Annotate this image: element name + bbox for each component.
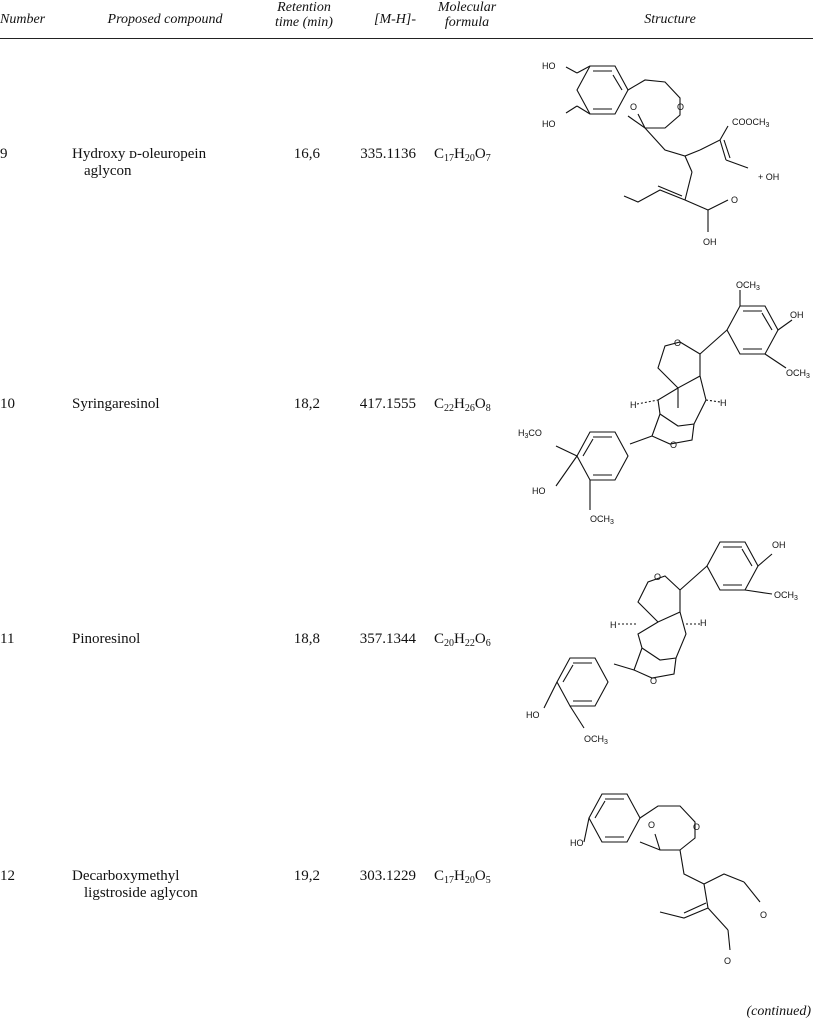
header-formula-line1: Molecular — [437, 0, 497, 15]
label-och3: OCH3 — [590, 514, 614, 526]
label-o: O — [731, 195, 738, 205]
label-o: O — [760, 910, 767, 920]
row-mh: 417.1555 — [359, 396, 416, 412]
label-o: O — [654, 572, 661, 582]
header-number: Number — [0, 12, 46, 27]
header-structure: Structure — [644, 12, 696, 27]
label-cooch3: COOCH3 — [732, 117, 770, 129]
row-number: 10 — [0, 396, 15, 412]
row-compound: Pinoresinol — [72, 631, 252, 648]
row-retention: 18,2 — [293, 396, 320, 412]
label-o: O — [693, 822, 700, 832]
structure-10: OCH3 OH OCH3 O O H H H3CO HO OCH3 — [518, 280, 810, 526]
label-ho: HO — [570, 838, 584, 848]
row-retention: 19,2 — [293, 868, 320, 884]
row-retention: 16,6 — [293, 146, 320, 162]
header-retention-line1: Retention — [277, 0, 331, 15]
label-o: O — [670, 440, 677, 450]
label-och3: OCH3 — [584, 734, 608, 746]
label-ho: HO — [526, 710, 540, 720]
label-h3co: H3CO — [518, 428, 542, 440]
row-formula: C20H22O6 — [434, 631, 491, 649]
label-oh: OH — [790, 310, 804, 320]
label-och3: OCH3 — [736, 280, 760, 292]
row-mh: 335.1136 — [360, 146, 416, 162]
label-plus-oh: + OH — [758, 172, 779, 182]
label-h: H — [720, 398, 727, 408]
row-compound-line1: Syringaresinol — [72, 396, 160, 412]
label-ho: HO — [532, 486, 546, 496]
row-formula: C17H20O7 — [434, 146, 491, 164]
row-formula: C22H26O8 — [434, 396, 491, 414]
label-h: H — [610, 620, 617, 630]
row-compound-line2: aglycon — [84, 163, 132, 179]
row-compound-line1: Pinoresinol — [72, 631, 141, 647]
label-o: O — [648, 820, 655, 830]
row-compound: Decarboxymethyl ligstroside aglycon — [72, 868, 252, 902]
benzene-ring — [576, 65, 629, 115]
row-compound-line1: Hydroxy ᴅ-oleuropein — [72, 146, 207, 162]
header-formula-line2: formula — [444, 15, 490, 30]
row-formula: C17H20O5 — [434, 868, 491, 886]
row-compound-line2: ligstroside aglycon — [84, 885, 198, 901]
label-o: O — [630, 102, 637, 112]
row-mh: 357.1344 — [359, 631, 416, 647]
header-retention-line2: time (min) — [275, 15, 333, 30]
label-ho: HO — [542, 61, 556, 71]
header-retention: Retention time (min) — [268, 0, 340, 30]
row-retention: 18,8 — [293, 631, 320, 647]
continued-note: (continued) — [746, 1004, 811, 1019]
structure-11: OH OCH3 O O H H HO OCH3 — [526, 540, 798, 746]
label-o: O — [674, 338, 681, 348]
label-o: O — [650, 676, 657, 686]
header-formula: Molecular formula — [434, 0, 500, 30]
row-number: 11 — [0, 631, 15, 647]
row-mh: 303.1229 — [359, 868, 416, 884]
label-oh: OH — [703, 237, 717, 247]
structure-9: HO HO O O COOCH3 + OH O OH — [542, 61, 779, 247]
label-h: H — [700, 618, 707, 628]
label-o: O — [724, 956, 731, 966]
row-number: 12 — [0, 868, 15, 884]
header-compound: Proposed compound — [107, 12, 223, 27]
label-och3: OCH3 — [786, 368, 810, 380]
label-ho: HO — [542, 119, 556, 129]
row-number: 9 — [0, 146, 8, 162]
row-compound: Hydroxy ᴅ-oleuropein aglycon — [72, 146, 252, 180]
row-compound: Syringaresinol — [72, 396, 252, 413]
row-compound-line1: Decarboxymethyl — [72, 868, 180, 884]
header-mh: [M-H]- — [374, 12, 416, 27]
label-h: H — [630, 400, 637, 410]
table-header: Number Proposed compound Retention time … — [0, 0, 813, 39]
label-och3: OCH3 — [774, 590, 798, 602]
structure-12: HO O O O O — [570, 793, 767, 966]
label-oh: OH — [772, 540, 786, 550]
label-o: O — [677, 102, 684, 112]
